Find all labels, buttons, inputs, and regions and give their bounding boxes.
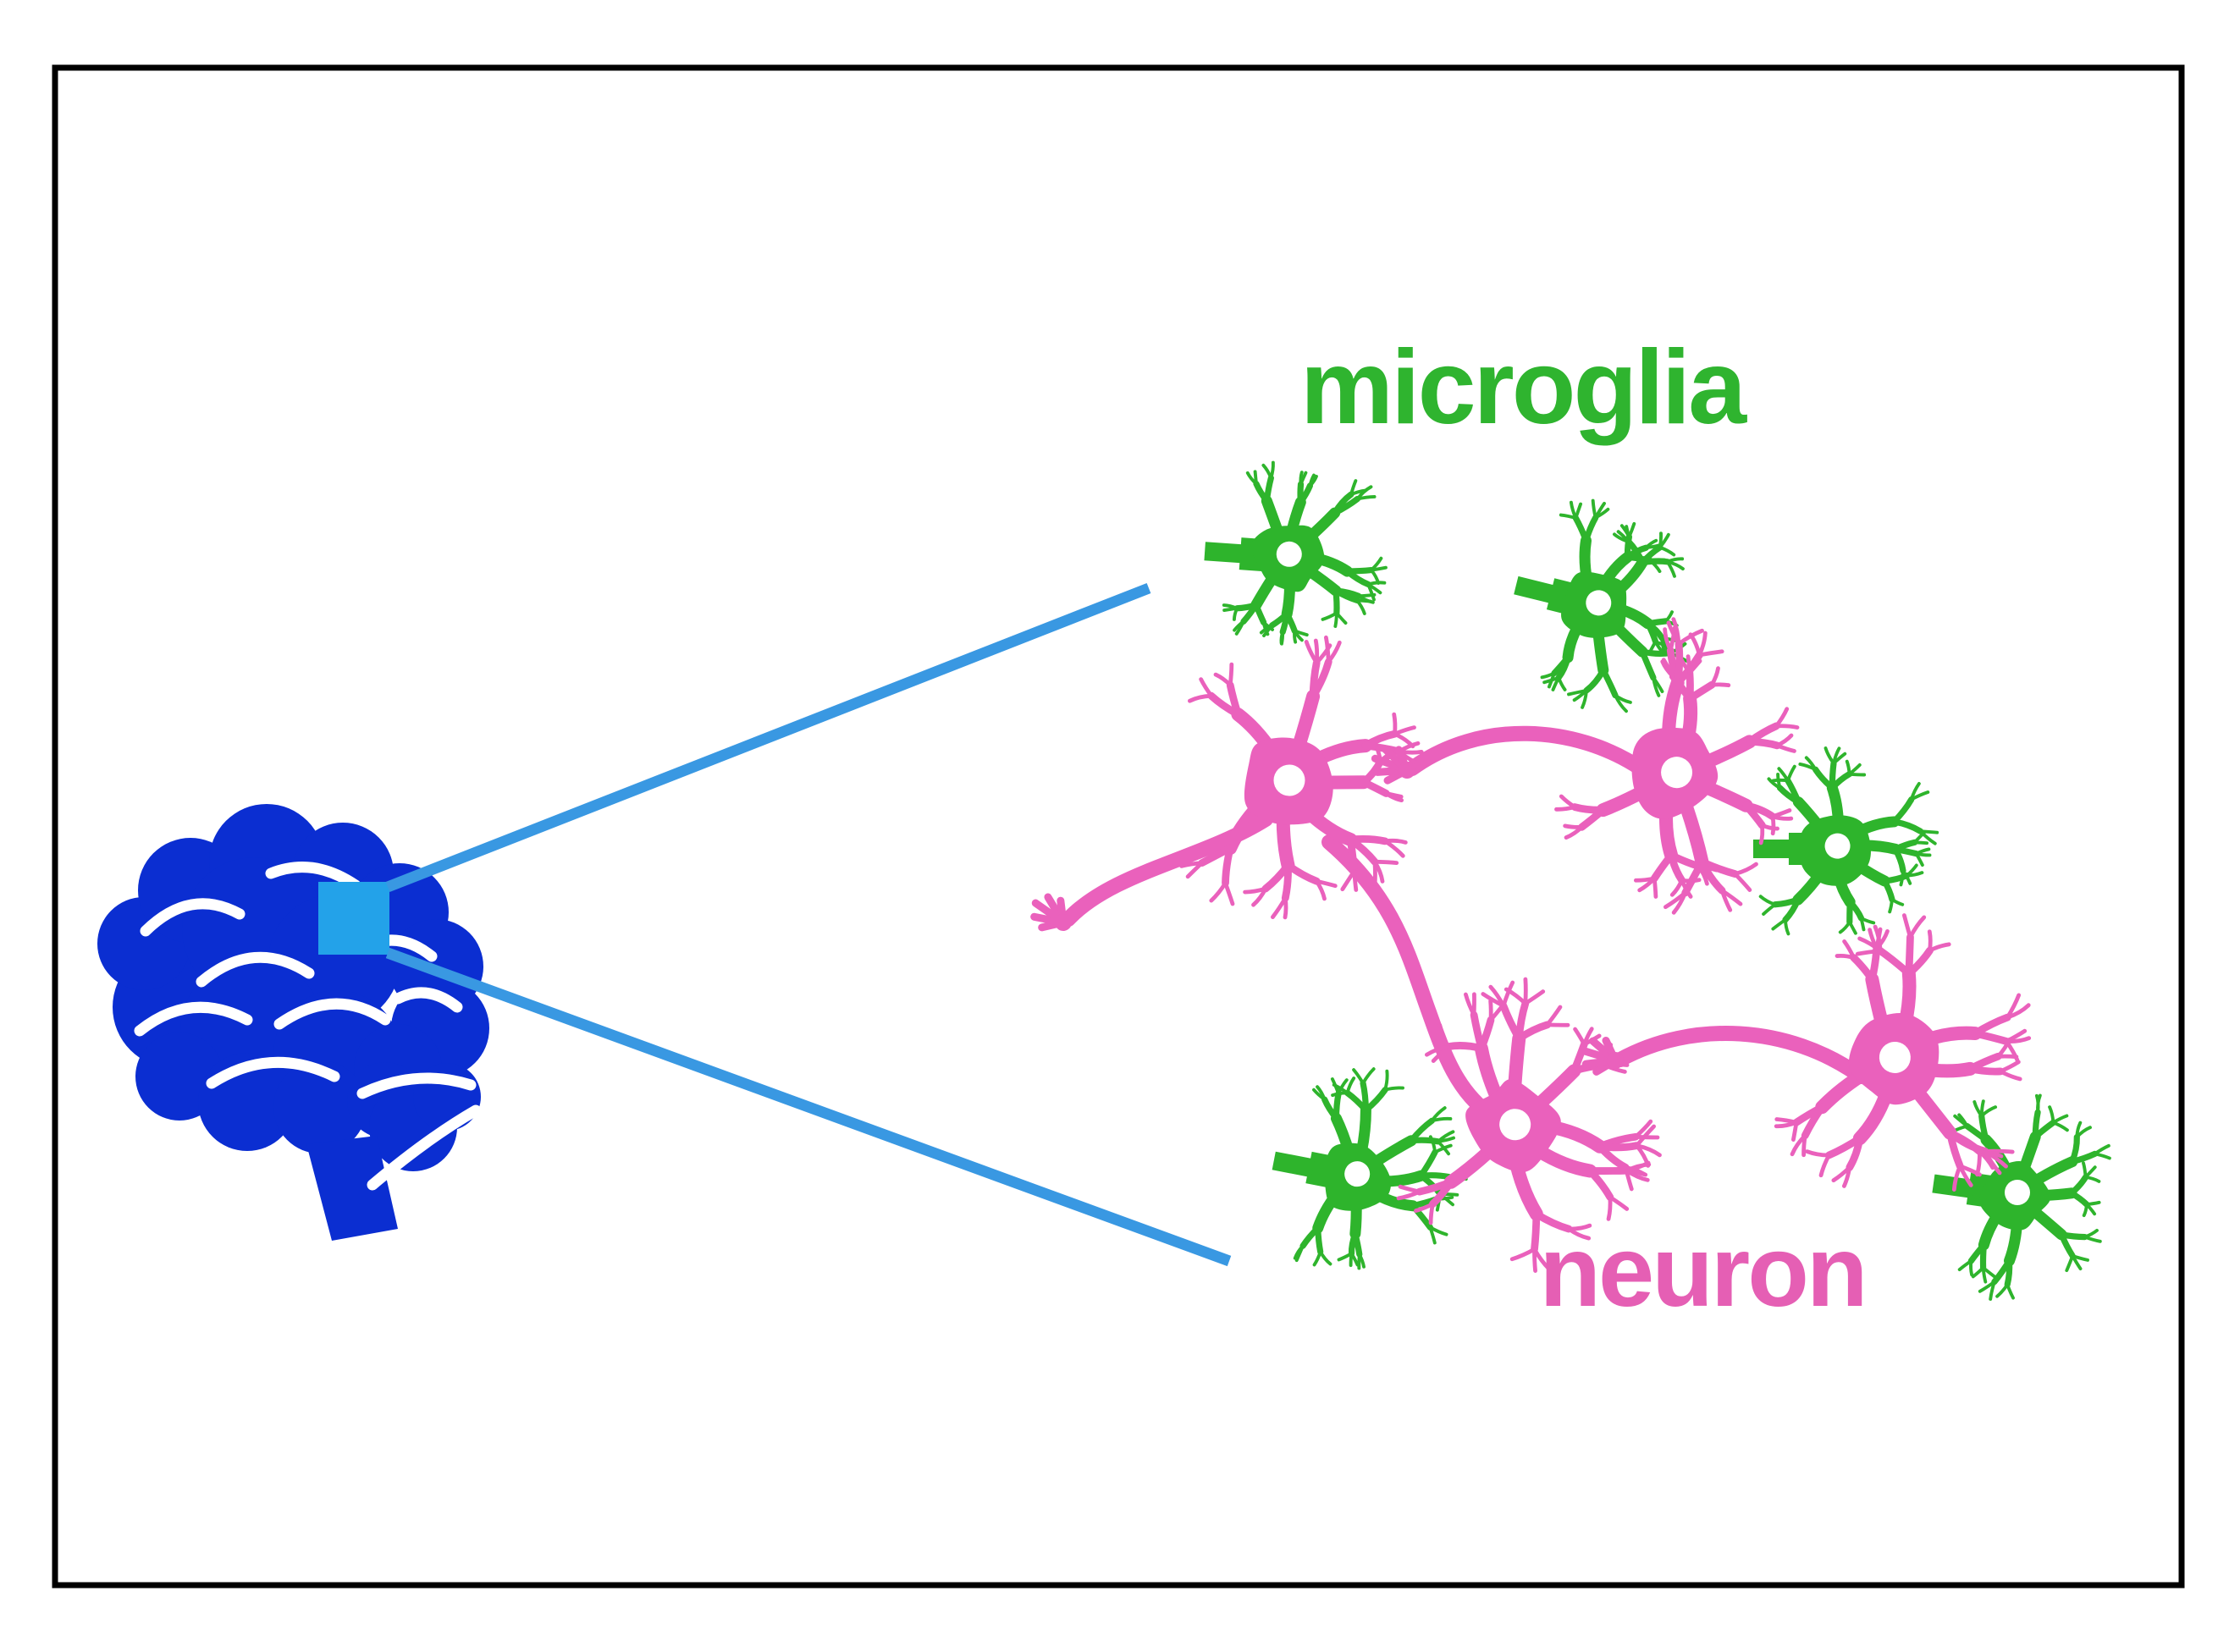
zoom-line-upper <box>385 582 1151 893</box>
axon-terminal <box>1030 893 1072 932</box>
neuron-cells-layer <box>1179 617 2032 1273</box>
axon-terminal <box>1579 1036 1624 1076</box>
microglia-label: microglia <box>1300 329 1747 446</box>
soma-hole <box>2005 1180 2030 1205</box>
axon-terminals-layer <box>1030 746 1624 1076</box>
axon-terminal <box>1371 746 1415 785</box>
axon-b-to-a <box>1404 725 1648 776</box>
zoom-line-lower <box>385 947 1232 1267</box>
zoom-region-square <box>318 882 389 955</box>
soma-hole <box>1879 1041 1911 1073</box>
microglia-cell <box>1932 1093 2111 1301</box>
microglia-cell <box>1204 460 1388 646</box>
soma-hole <box>1586 590 1612 616</box>
figure-border <box>52 64 2185 1589</box>
soma-hole <box>1276 541 1302 567</box>
neuron-cell <box>1774 913 2032 1192</box>
neuron-axons-layer <box>1061 725 1868 1123</box>
microglia-cell <box>1272 1067 1469 1270</box>
axon-d-to-c <box>1613 1026 1868 1084</box>
soma-hole <box>1344 1161 1371 1187</box>
soma-hole <box>1661 757 1693 789</box>
soma-hole <box>1824 833 1851 859</box>
neuron-cell <box>1396 977 1662 1273</box>
neuron-cell <box>1554 617 1800 915</box>
axon-a-to-c <box>1321 834 1499 1123</box>
soma-hole <box>1273 764 1305 796</box>
microglia-cell <box>1514 498 1689 713</box>
brain-icon <box>97 804 489 1241</box>
neuron-label: neuron <box>1539 1215 1865 1328</box>
microglia-cell <box>1752 746 1939 936</box>
neuron-cell <box>1179 635 1424 920</box>
microglia-cells-layer <box>1204 460 2111 1301</box>
soma-hole <box>1499 1109 1531 1141</box>
